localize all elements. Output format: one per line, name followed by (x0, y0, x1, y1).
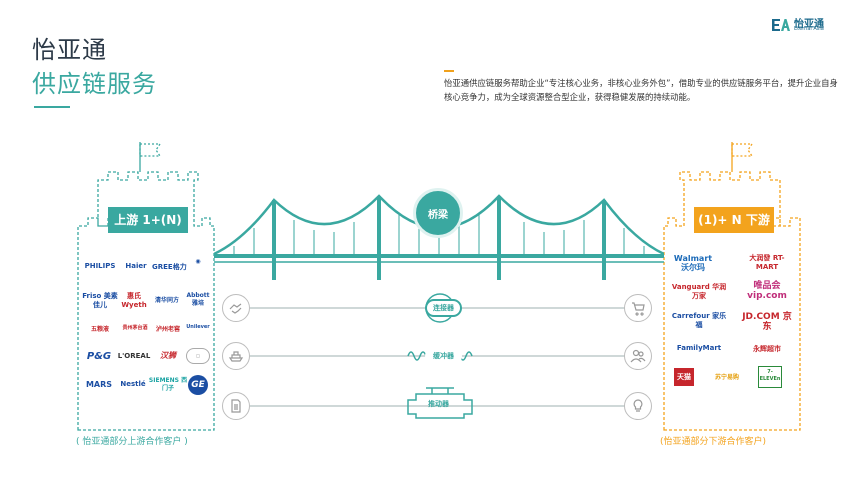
downstream-brand: Vanguard 华润万家 (671, 283, 727, 300)
downstream-brand: 苏宁易购 (714, 374, 739, 381)
downstream-brand: 永辉超市 (753, 345, 781, 353)
bridge-label: 桥梁 (413, 188, 463, 238)
upstream-brand: L'OREAL (117, 352, 151, 360)
upstream-brand: ◯ (186, 348, 210, 364)
document-icon (222, 392, 250, 420)
upstream-brand: 五粮液 (90, 326, 109, 333)
connector-pill: 连接器 (425, 299, 462, 317)
logo-text-cn: 怡亚通 (794, 19, 824, 30)
logo-mark-icon (772, 19, 790, 31)
downstream-brand: Walmart 沃尔玛 (673, 254, 713, 272)
page-title: 怡亚通 (32, 36, 107, 64)
upstream-brand: SIEMENS 西门子 (148, 377, 188, 392)
cart-icon (624, 294, 652, 322)
downstream-tag: (1)+ N 下游 (694, 207, 774, 233)
downstream-caption: (怡亚通部分下游合作客户) (660, 437, 767, 447)
upstream-brand: PHILIPS (84, 262, 116, 270)
upstream-brand: Nestlé (120, 380, 146, 388)
upstream-brand: Abbott 雅培 (186, 292, 210, 307)
upstream-brand: 贵州茅台酒 (122, 325, 148, 331)
upstream-brand: GE (188, 375, 208, 395)
upstream-brand: Unilever (186, 324, 210, 330)
driver-pill: 推动器 (428, 400, 449, 408)
upstream-tag: 上游 1+(N) (108, 207, 188, 233)
handshake-icon (222, 294, 250, 322)
bulb-icon (624, 392, 652, 420)
page-subtitle: 供应链服务 (32, 70, 157, 98)
ship-icon (222, 342, 250, 370)
upstream-brand: MARS (85, 380, 113, 389)
downstream-brand: JD.COM 京东 (742, 312, 792, 332)
intro-accent (444, 70, 454, 72)
title-underline (34, 106, 70, 108)
upstream-brand: 惠氏 Wyeth (121, 292, 147, 309)
downstream-brand: 7-ELEVEn (758, 366, 782, 388)
people-icon (624, 342, 652, 370)
downstream-fort (663, 142, 801, 431)
intro-paragraph: 怡亚通供应链服务帮助企业“专注核心业务，非核心业务外包”，借助专业的供应链服务平… (444, 78, 838, 102)
connector-rows: 连接器 缓冲器 推动器 (222, 290, 658, 430)
company-logo: 怡亚通 Eternal Asia (770, 14, 840, 36)
upstream-brand: GREE格力 (152, 263, 187, 271)
downstream-brand: Carrefour 家乐福 (671, 312, 727, 329)
upstream-brand: ◉ (195, 258, 201, 265)
upstream-brand: 汉狮 (160, 351, 176, 360)
downstream-brand: 大润發 RT-MART (749, 254, 785, 271)
upstream-caption: ( 怡亚通部分上游合作客户 ) (76, 437, 188, 447)
upstream-brand: 清华同方 (154, 297, 179, 304)
upstream-brand: P&G (86, 351, 112, 362)
downstream-brand: 唯品会 vip.com (747, 281, 787, 301)
downstream-brand: FamilyMart (676, 344, 722, 352)
upstream-brand: Friso 美素佳儿 (82, 292, 118, 309)
buffer-pill: 缓冲器 (425, 347, 462, 365)
logo-text-en: Eternal Asia (794, 26, 824, 32)
upstream-brand: 泸州老窖 (155, 326, 180, 333)
downstream-brand: 天猫 (674, 368, 694, 386)
upstream-brand: Haier (125, 262, 147, 270)
